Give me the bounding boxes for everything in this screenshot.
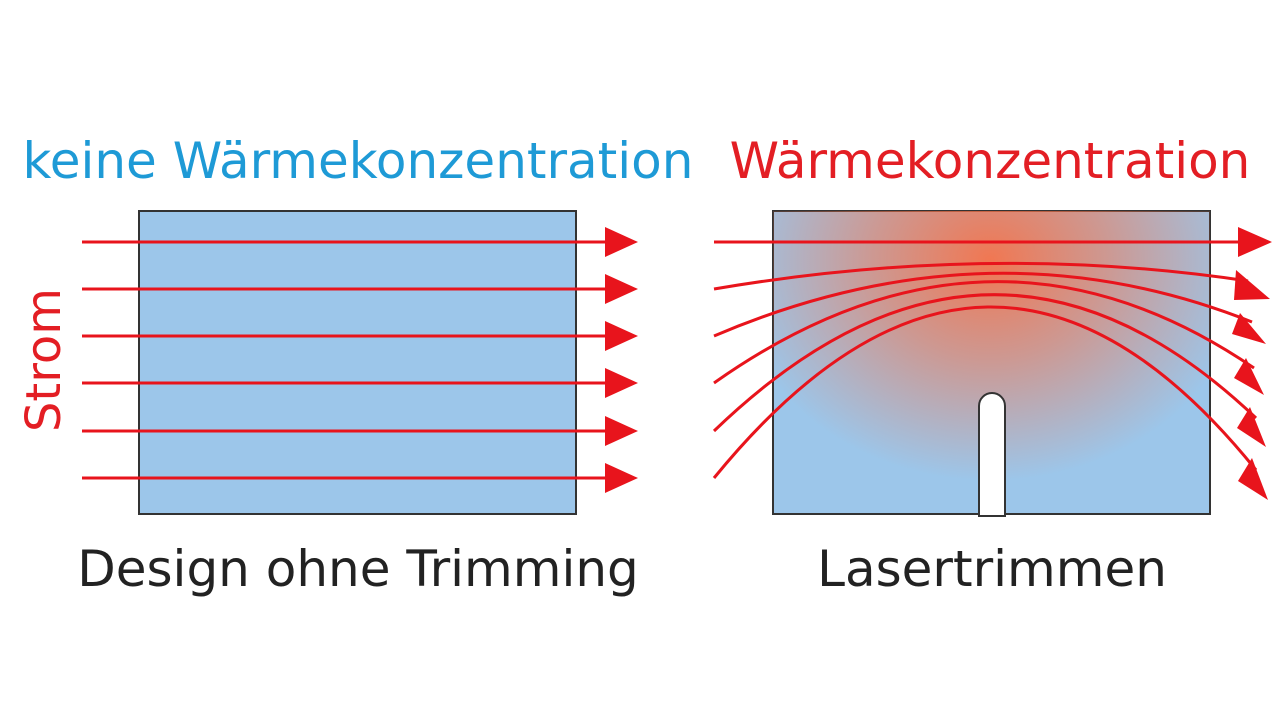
current-arrow-line	[713, 280, 1255, 385]
arrow-head	[1234, 270, 1270, 300]
current-arrow-line	[712, 293, 1258, 433]
right-current-arrows	[712, 227, 1272, 500]
arrow-head	[1237, 407, 1266, 447]
arrow-head	[1238, 458, 1268, 500]
arrow-head	[1234, 358, 1264, 395]
current-arrow-line	[712, 305, 1258, 479]
left-current-arrows	[82, 227, 638, 493]
current-arrow-line	[713, 271, 1253, 338]
left-panel-title: keine Wärmekonzentration	[23, 132, 694, 190]
arrow-head	[605, 227, 638, 257]
current-label: Strom	[16, 288, 72, 432]
arrow-head	[605, 321, 638, 351]
arrow-head	[605, 416, 638, 446]
arrow-head	[605, 368, 638, 398]
current-arrow-line	[713, 261, 1249, 291]
arrow-head	[1238, 227, 1272, 257]
arrow-head	[605, 463, 638, 493]
right-panel-caption: Lasertrimmen	[817, 540, 1167, 598]
right-panel-title: Wärmekonzentration	[730, 132, 1251, 190]
arrow-head	[605, 274, 638, 304]
left-panel-caption: Design ohne Trimming	[77, 540, 639, 598]
left-resistor-block	[138, 210, 577, 515]
laser-trim-slot	[978, 392, 1006, 517]
arrow-head	[1232, 313, 1266, 344]
